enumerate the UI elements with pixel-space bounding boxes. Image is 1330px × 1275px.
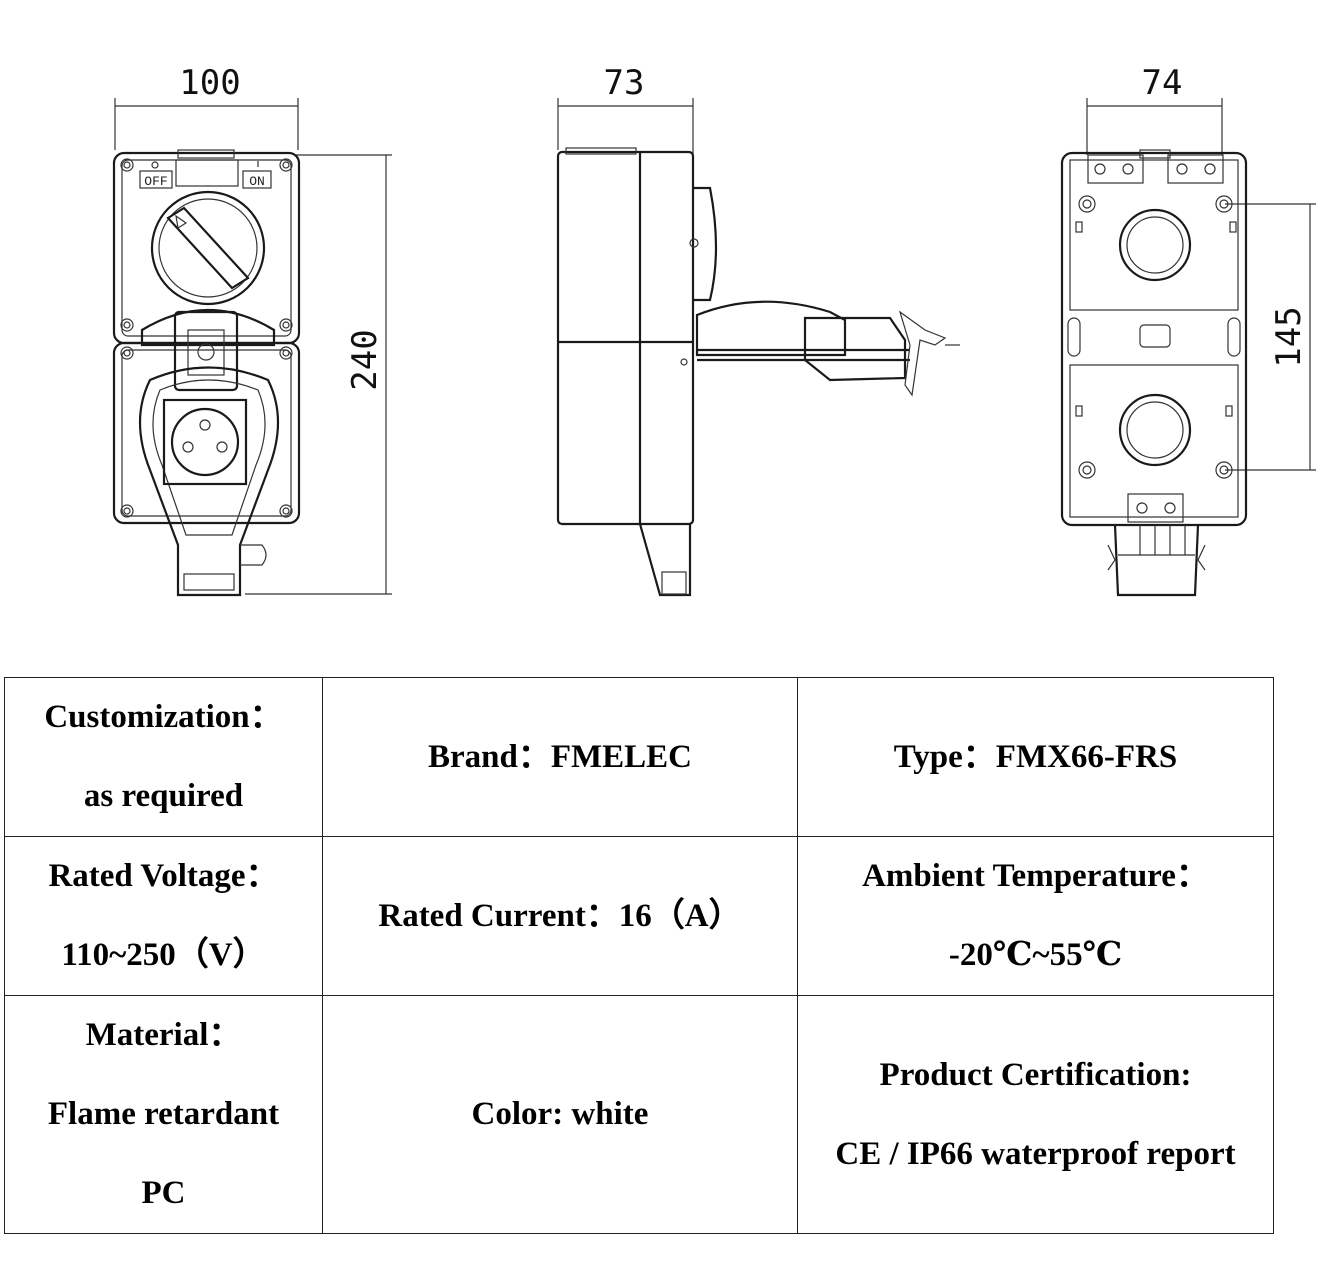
table-row: Material： Flame retardant PC Color: whit… bbox=[4, 995, 1274, 1234]
back-width-dimension: 74 bbox=[1142, 63, 1183, 103]
spec-cell-customization: Customization： as required bbox=[4, 677, 323, 837]
table-row: Customization： as required Brand：FMELEC … bbox=[4, 677, 1274, 837]
spec-cell-type: Type：FMX66-FRS bbox=[797, 677, 1274, 837]
spec-cell-ambient-temperature: Ambient Temperature： -20℃~55℃ bbox=[797, 836, 1274, 996]
height-dimension: 240 bbox=[345, 329, 385, 390]
front-view: 100 240 OFF ON bbox=[112, 63, 392, 597]
technical-drawings: 100 240 OFF ON bbox=[112, 63, 1316, 597]
front-width-dimension: 100 bbox=[179, 63, 240, 103]
table-row: Rated Voltage： 110~250（V） Rated Current：… bbox=[4, 836, 1274, 996]
spec-table: Customization： as required Brand：FMELEC … bbox=[4, 677, 1274, 1234]
spec-cell-brand: Brand：FMELEC bbox=[322, 677, 798, 837]
spec-cell-color: Color: white bbox=[322, 995, 798, 1234]
spec-cell-rated-voltage: Rated Voltage： 110~250（V） bbox=[4, 836, 323, 996]
spec-cell-material: Material： Flame retardant PC bbox=[4, 995, 323, 1234]
depth-dimension: 73 bbox=[604, 63, 645, 103]
on-label: ON bbox=[249, 174, 265, 189]
mount-spacing-dimension: 145 bbox=[1269, 306, 1309, 367]
socket-face bbox=[162, 398, 248, 486]
rotary-switch bbox=[150, 190, 266, 306]
off-label: OFF bbox=[144, 174, 167, 189]
spec-cell-rated-current: Rated Current：16（A） bbox=[322, 836, 798, 996]
side-view: 73 bbox=[556, 63, 960, 597]
back-view: 74 145 bbox=[1060, 63, 1316, 597]
spec-cell-certification: Product Certification: CE / IP66 waterpr… bbox=[797, 995, 1274, 1234]
